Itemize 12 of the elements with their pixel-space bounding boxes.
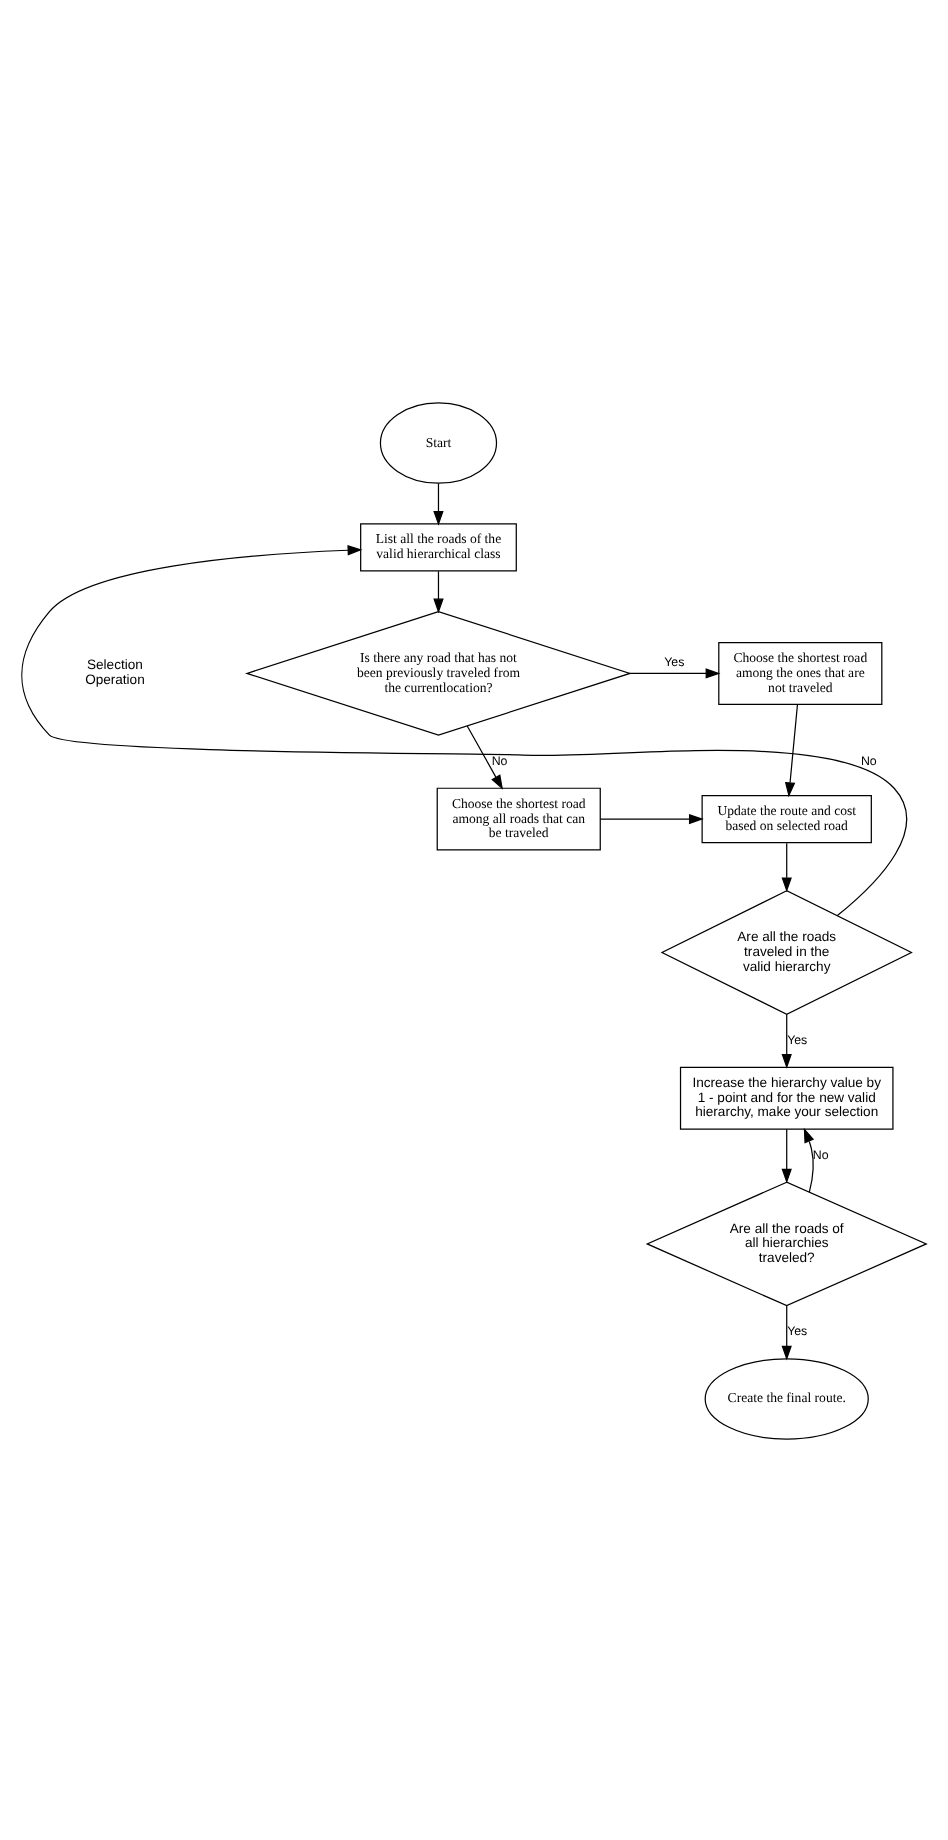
arrow: [433, 481, 444, 525]
arrow: [781, 841, 792, 892]
arrow: [803, 1126, 815, 1192]
arrow: [21, 544, 908, 916]
arrow: [433, 569, 444, 613]
arrow: [781, 1304, 792, 1360]
arrow: [781, 1127, 792, 1183]
arrow: [466, 724, 503, 789]
arrow: [599, 812, 704, 824]
arrow: [784, 702, 799, 797]
arrow: [781, 1012, 792, 1068]
arrow: [629, 667, 721, 678]
